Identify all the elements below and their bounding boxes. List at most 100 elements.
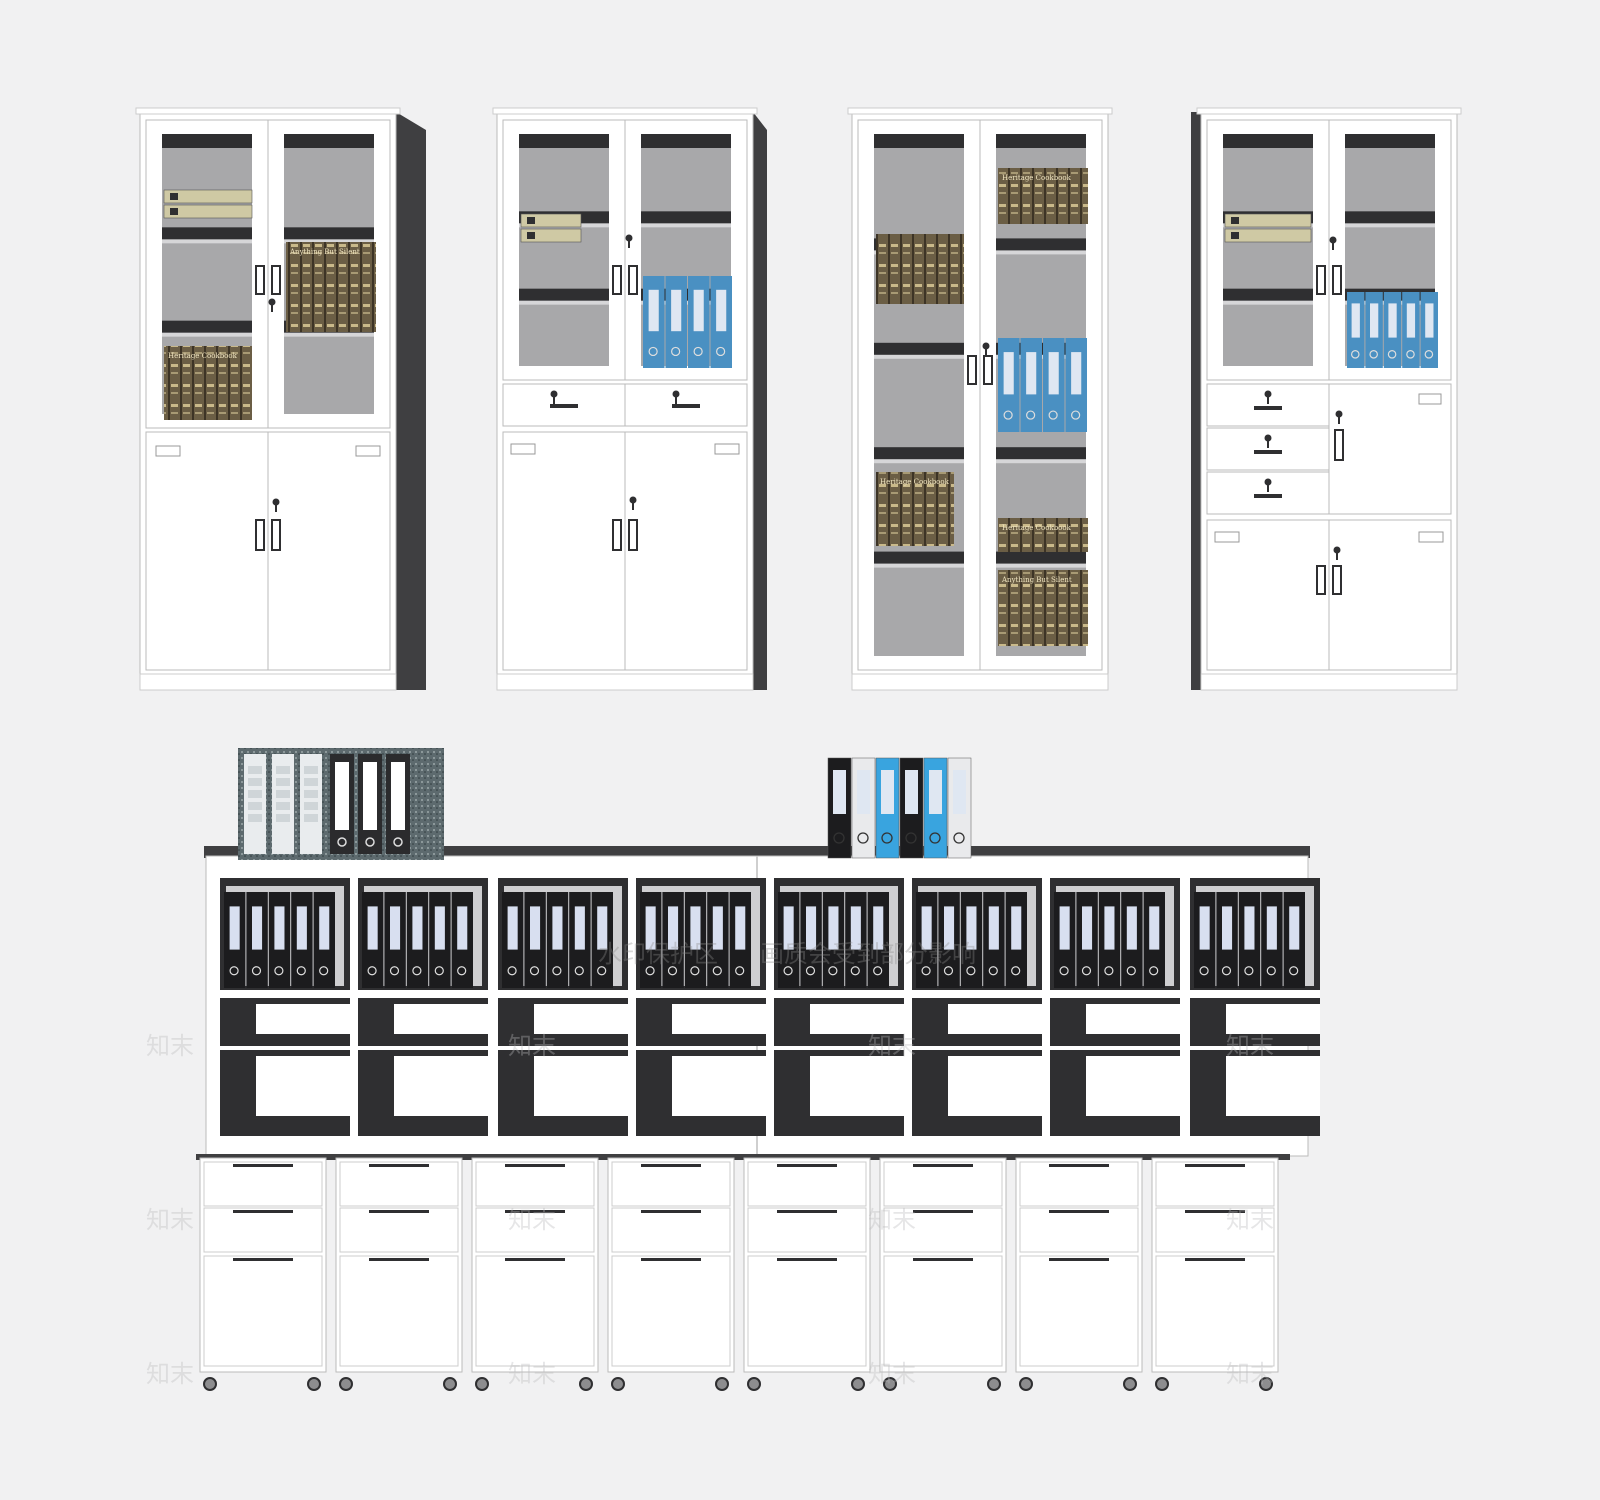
compartment: [774, 878, 904, 998]
binder-ring-hole: [337, 837, 347, 847]
binder-label: [1011, 906, 1022, 950]
lying-binder: [163, 204, 253, 219]
open-cell-lower-face: [1226, 1056, 1320, 1116]
binder-label: [1289, 906, 1300, 950]
binder-label: [1026, 352, 1037, 395]
drawer-pull: [777, 1164, 837, 1167]
pedestal-drawer: [1019, 1161, 1139, 1207]
pedestal-drawer: [883, 1207, 1003, 1253]
glass-door-left: [1206, 119, 1330, 381]
lying-binder-label: [527, 232, 535, 239]
binder-label: [457, 906, 468, 950]
binder-label: [367, 906, 378, 950]
binder-stripe: [304, 814, 318, 822]
binder-label: [319, 906, 330, 950]
binder-ring-hole: [1048, 410, 1058, 420]
open-cell: [358, 998, 488, 1136]
lock-icon: [1335, 410, 1343, 418]
cabinet-plinth: [851, 673, 1109, 691]
binder-label: [806, 906, 817, 950]
binder-ring-hole: [1126, 966, 1136, 976]
binder-ring-hole: [1081, 966, 1092, 976]
caster-wheel-icon: [339, 1377, 353, 1391]
drawer-pull: [369, 1210, 429, 1213]
binder-label: [1244, 906, 1255, 950]
lock-stem: [675, 396, 677, 404]
open-cell-upper-face: [1086, 1004, 1180, 1034]
compartment: [220, 878, 350, 998]
lying-binder-label: [170, 193, 178, 200]
binder-label: [921, 906, 932, 950]
binder-label: [574, 906, 585, 950]
watermark-logo: 知末: [146, 1206, 194, 1234]
binder-label: [671, 289, 682, 332]
door-handle: [628, 265, 638, 295]
watermark-logo: 知末: [508, 1360, 556, 1388]
watermark-logo: 知末: [1226, 1360, 1274, 1388]
cabinet-4: [1191, 107, 1462, 691]
shelf: [874, 342, 964, 357]
binder-label: [252, 906, 263, 950]
compartment: [636, 878, 766, 998]
door-handle: [983, 355, 993, 385]
binder-label: [850, 906, 861, 950]
pedestal-drawer: [883, 1161, 1003, 1207]
binder-ring-hole: [828, 966, 838, 976]
binder-label: [712, 906, 723, 950]
shelf-edge: [874, 354, 964, 359]
book-title: Heritage Cookbook: [1002, 174, 1072, 182]
shelf-edge: [641, 223, 731, 228]
binder-ring-hole: [1424, 350, 1434, 359]
binder-label: [1082, 906, 1093, 950]
cabinet-top: [492, 107, 758, 115]
compartment: [498, 878, 628, 998]
lock-stem: [1267, 440, 1269, 448]
binder-label: [1104, 906, 1115, 950]
shelf-back-top: [519, 134, 609, 148]
shelf: [996, 551, 1086, 566]
watermark-logo: 知末: [1226, 1206, 1274, 1234]
binder-ring-hole: [648, 346, 658, 357]
lock-icon: [629, 496, 637, 504]
binder-label: [1149, 906, 1160, 950]
pedestal-drawer: [883, 1255, 1003, 1367]
cabinet-top: [1196, 107, 1462, 115]
binder-label: [274, 906, 285, 950]
door-handle: [612, 519, 622, 551]
shelf-edge: [1223, 300, 1313, 305]
caster-wheel-icon: [883, 1377, 897, 1391]
open-cell: [1190, 998, 1320, 1136]
binder-ring-hole: [296, 966, 306, 976]
lock-stem: [632, 502, 634, 510]
drawer-pull: [505, 1258, 565, 1261]
lock-icon: [1264, 478, 1272, 486]
label-holder: [355, 445, 381, 457]
binder-ring-hole: [921, 966, 931, 976]
watermark-logo: 知末: [508, 1032, 556, 1060]
binder-stripe: [304, 802, 318, 810]
mobile-pedestal: [471, 1157, 599, 1391]
open-cell-upper-face: [948, 1004, 1042, 1034]
lower-door-left: [502, 431, 626, 671]
compartment-shelf: [774, 990, 904, 998]
door-handle: [1332, 565, 1342, 595]
binder-ring-hole: [367, 966, 377, 976]
binder-stripe: [304, 790, 318, 798]
door-handle: [1332, 265, 1342, 295]
lock-stem: [1267, 396, 1269, 404]
watermark-logo: 知末: [868, 1206, 916, 1234]
lying-binder: [520, 213, 582, 228]
lock-stem: [1267, 484, 1269, 492]
binder-ring-hole: [365, 837, 375, 847]
open-cell-lower-face: [672, 1056, 766, 1116]
pedestal-drawer: [747, 1207, 867, 1253]
mobile-pedestal: [607, 1157, 735, 1391]
pedestal-top-slab: [196, 1154, 1290, 1160]
book-title: Heritage Cookbook: [168, 352, 238, 360]
compartment: [1050, 878, 1180, 998]
lock-icon: [1264, 434, 1272, 442]
open-cell-upper-face: [672, 1004, 766, 1034]
lower-door-right: [267, 431, 391, 671]
caster-wheel-icon: [1155, 1377, 1169, 1391]
